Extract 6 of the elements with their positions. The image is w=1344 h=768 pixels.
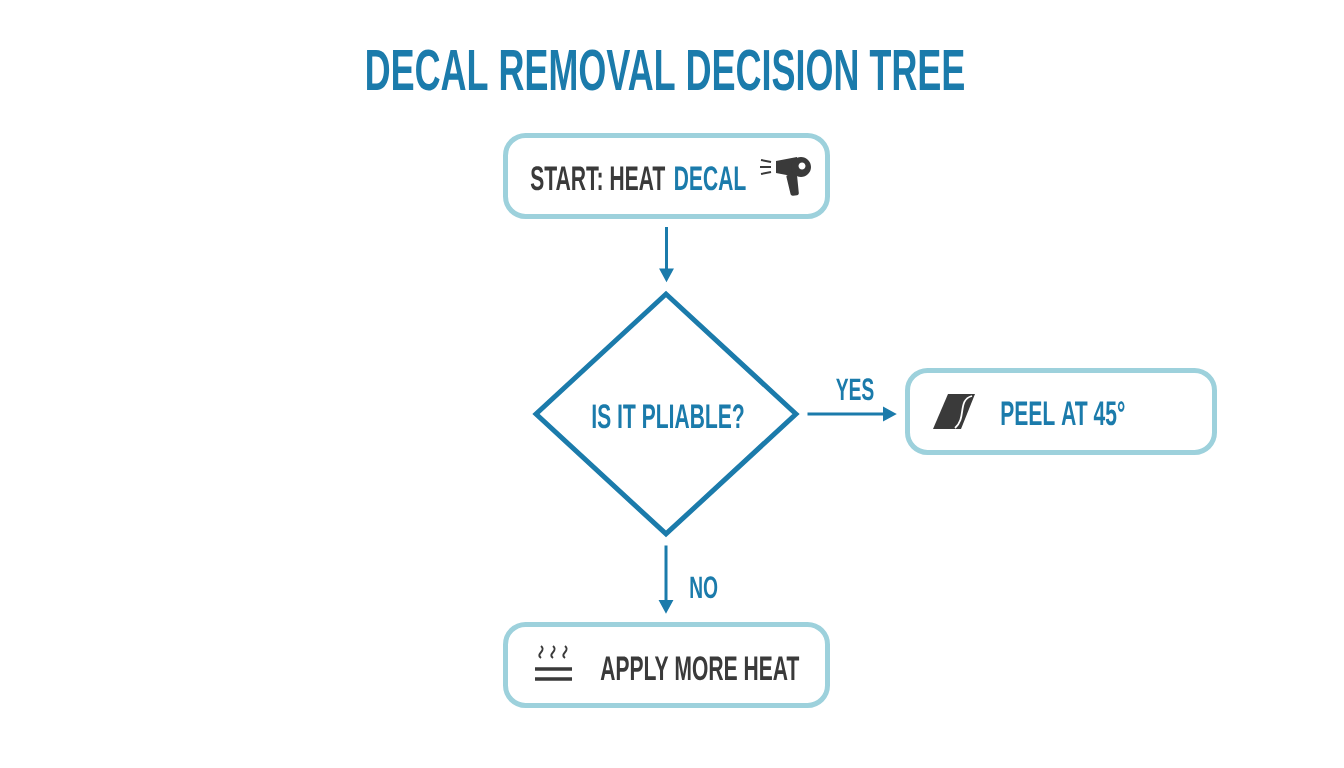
edge-label: YES [834,377,876,402]
process-box: PEEL AT 45° [905,368,1217,455]
process-box: APPLY MORE HEAT [503,622,830,708]
title: DECAL REMOVAL DECISION TREE [367,49,964,91]
start-box: START: HEAT DECAL [503,133,830,219]
edge-label: NO [688,575,720,600]
